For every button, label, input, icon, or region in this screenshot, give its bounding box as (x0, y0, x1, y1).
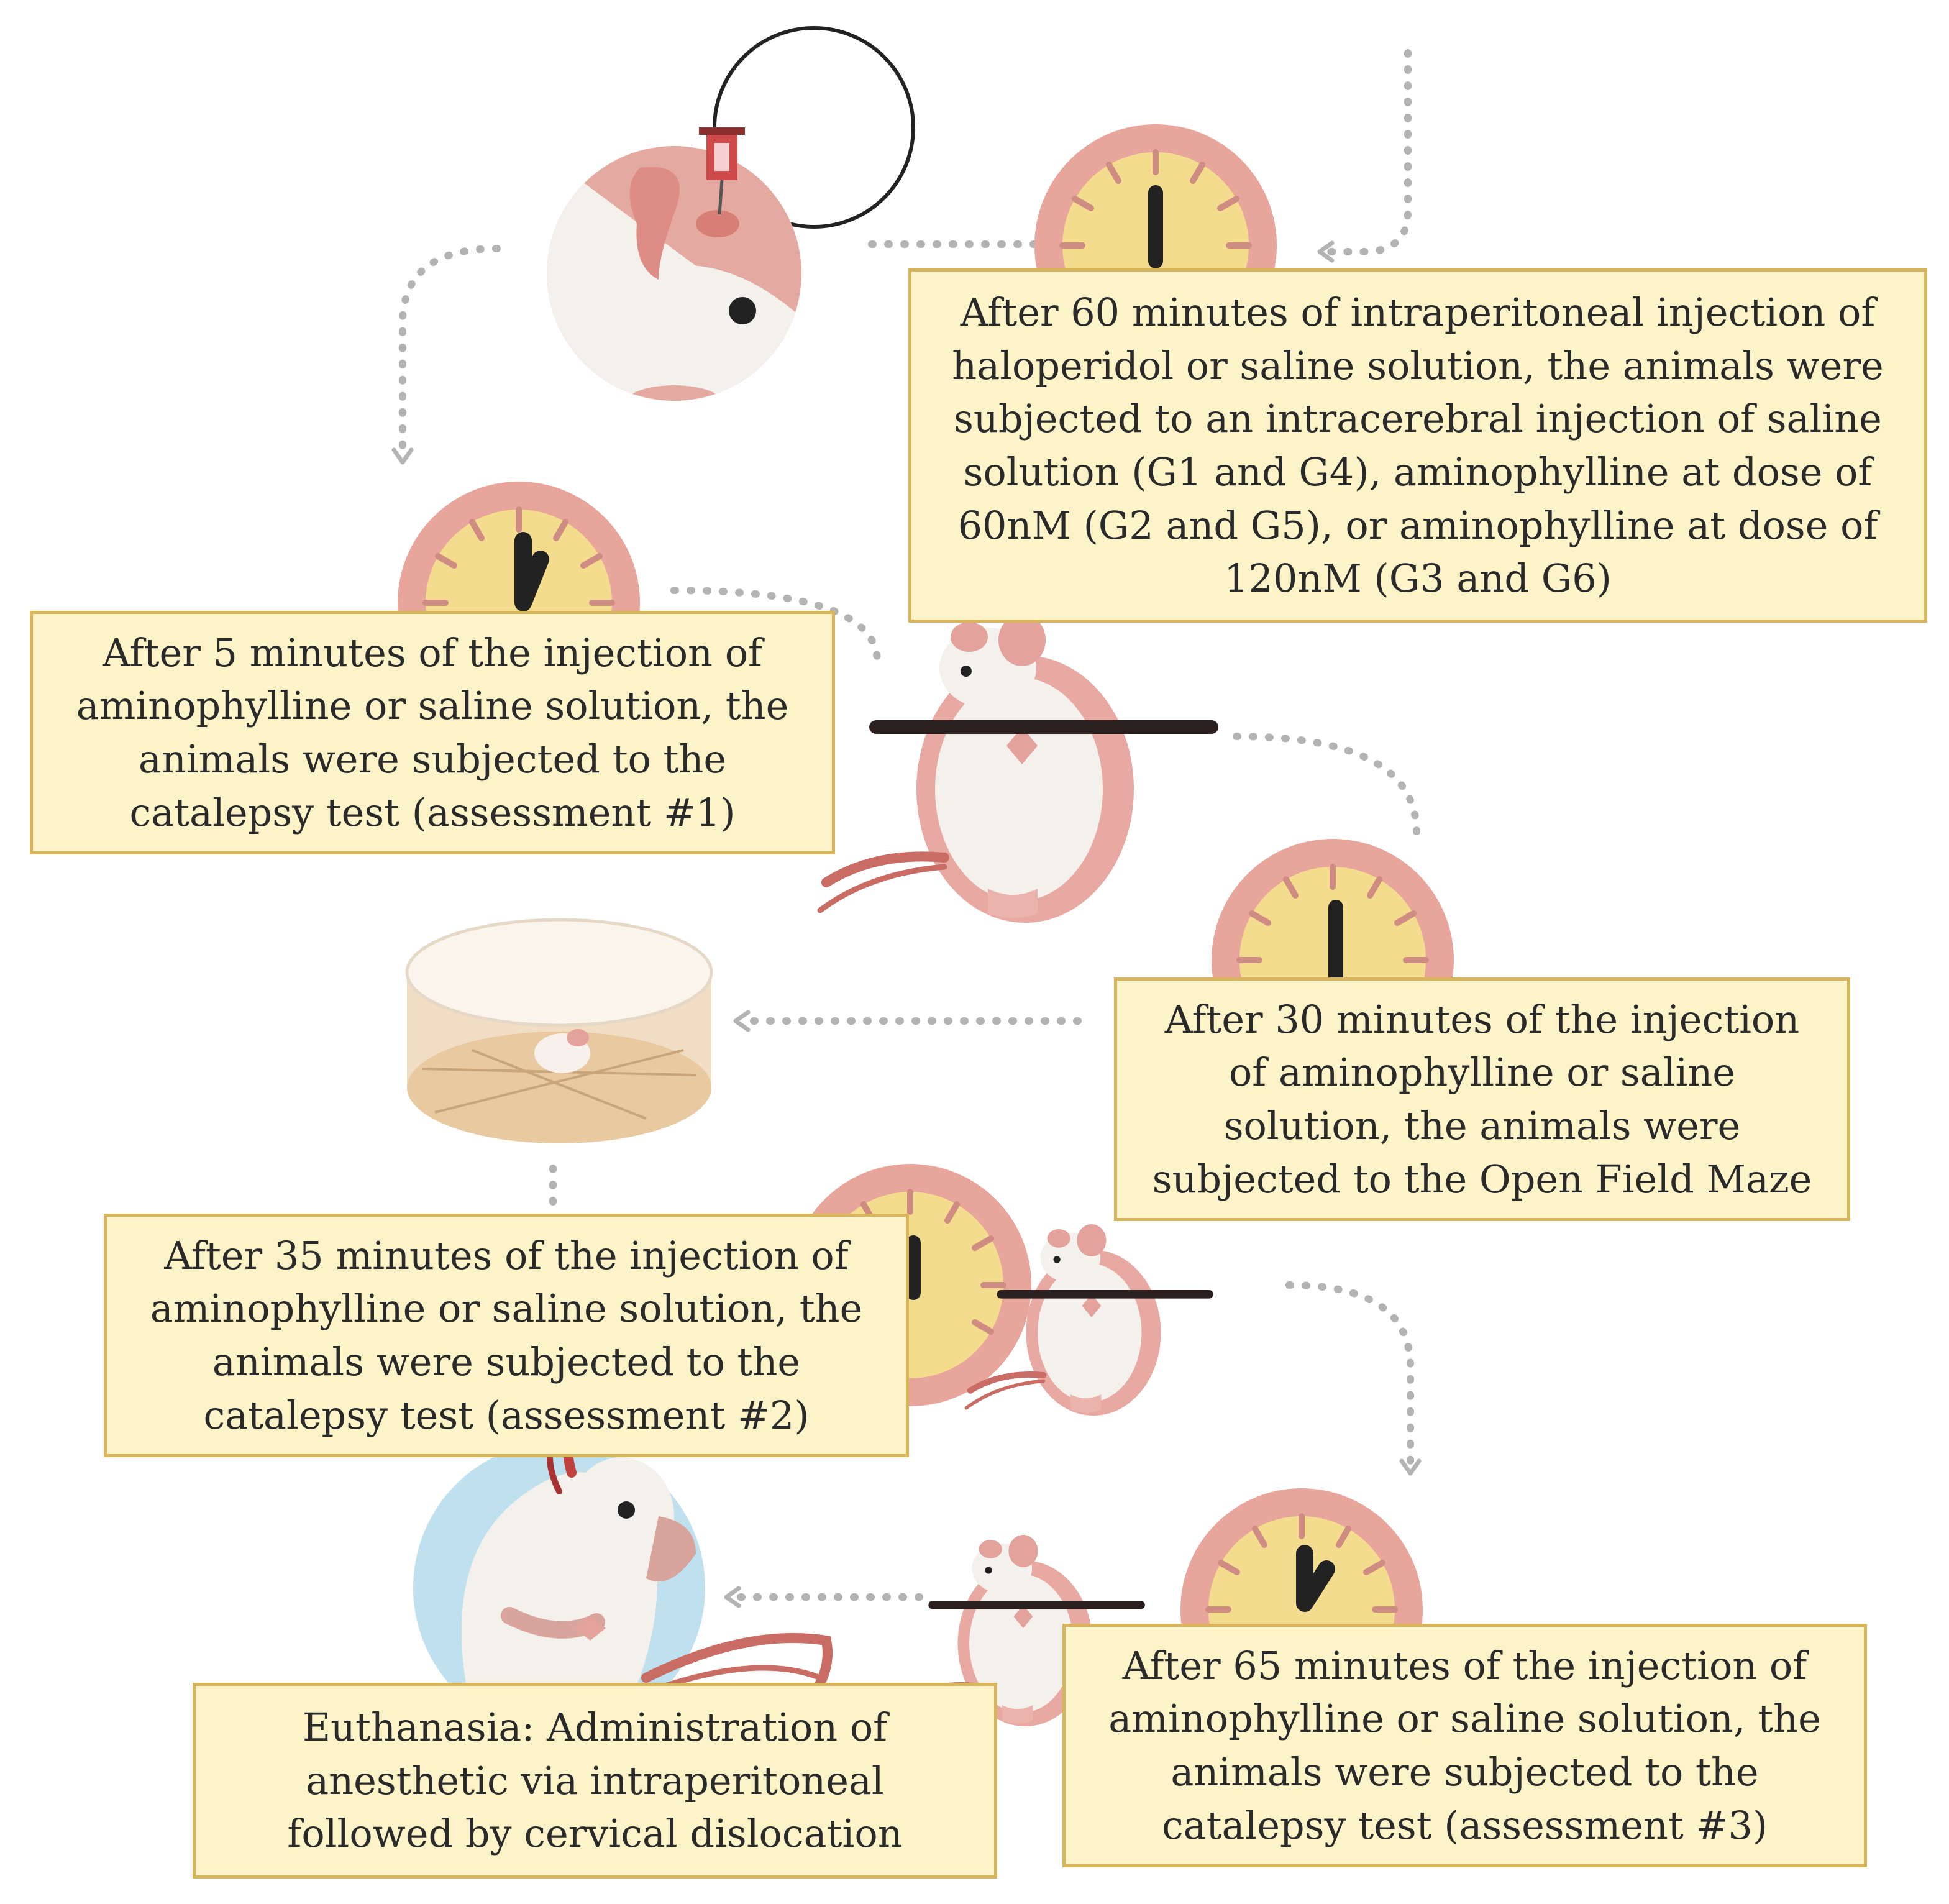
dotted-arrow-icon (391, 49, 1422, 1608)
step-65min-note: After 65 minutes of the injection of ami… (1062, 1624, 1867, 1867)
step-30min-note: After 30 minutes of the injection of ami… (1114, 977, 1850, 1221)
clock-icon (1212, 839, 1454, 1081)
syringe-injection-icon (547, 26, 915, 401)
clock-icon (1034, 124, 1277, 367)
step-60min-note: After 60 minutes of intraperitoneal inje… (908, 268, 1927, 623)
clock-icon (789, 1164, 1031, 1406)
open-field-arena-icon (405, 918, 713, 1143)
rat-on-bar-icon (820, 614, 1212, 923)
clock-icon (1180, 1488, 1423, 1731)
rat-euthanasia-icon (413, 1418, 833, 1734)
step-35min-note: After 35 minutes of the injection of ami… (104, 1214, 909, 1457)
step-euthanasia-note: Euthanasia: Administration of anesthetic… (193, 1683, 997, 1879)
step-5min-note: After 5 minutes of the injection of amin… (30, 611, 835, 854)
clock-icon (398, 482, 640, 724)
